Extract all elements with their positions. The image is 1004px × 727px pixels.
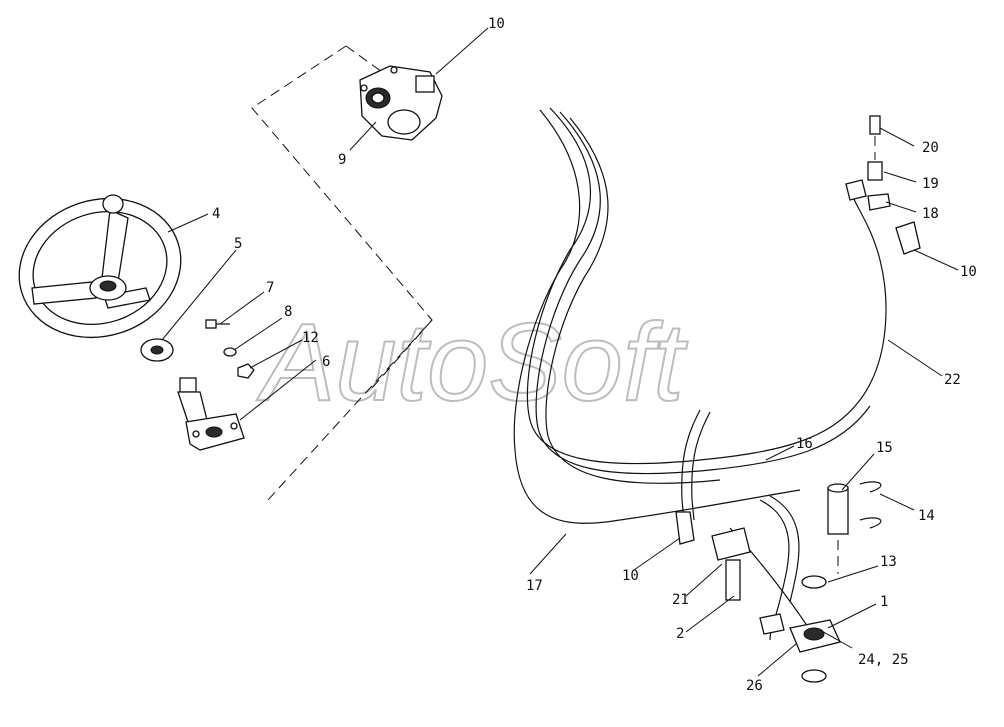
bolt-7: [205, 319, 230, 329]
pivot-pin: [801, 481, 882, 589]
callout-14: 14: [918, 508, 935, 524]
callout-19: 19: [922, 176, 939, 192]
callout-labels: 10 9 4 5 7 8 12 6 20 19 18 10 22 16 15 1…: [212, 16, 977, 694]
callout-24-25: 24, 25: [858, 652, 909, 668]
callout-10-pump: 10: [488, 16, 505, 32]
callout-12: 12: [302, 330, 319, 346]
leader-lines: [161, 27, 959, 677]
callout-9: 9: [338, 152, 346, 168]
callout-5: 5: [234, 236, 242, 252]
callout-26: 26: [746, 678, 763, 694]
steering-pump: [359, 65, 443, 141]
washer-8: [223, 347, 237, 357]
callout-18: 18: [922, 206, 939, 222]
callout-6: 6: [322, 354, 330, 370]
callout-4: 4: [212, 206, 220, 222]
watermark-text: AutoSoft: [256, 301, 688, 424]
steering-column: [177, 377, 245, 451]
callout-20: 20: [922, 140, 939, 156]
fitting-stack: [845, 115, 921, 255]
cylinder-mount: [789, 619, 841, 683]
callout-17: 17: [526, 578, 543, 594]
callout-16: 16: [796, 436, 813, 452]
steering-wheel: [18, 194, 182, 339]
callout-21: 21: [672, 592, 689, 608]
callout-1: 1: [880, 594, 888, 610]
hub-washer: [140, 338, 174, 362]
callout-15: 15: [876, 440, 893, 456]
callout-13: 13: [880, 554, 897, 570]
hose-bundle: [513, 107, 887, 641]
valve-block: [675, 511, 785, 635]
callout-8: 8: [284, 304, 292, 320]
callout-7: 7: [266, 280, 274, 296]
callout-2: 2: [676, 626, 684, 642]
callout-10-bottom: 10: [622, 568, 639, 584]
nut-12: [237, 363, 255, 379]
callout-10-right: 10: [960, 264, 977, 280]
callout-22: 22: [944, 372, 961, 388]
